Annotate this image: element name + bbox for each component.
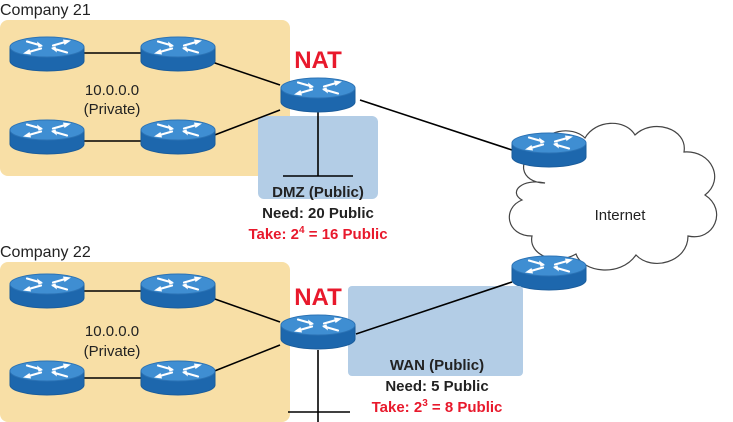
company21-network: 10.0.0.0 xyxy=(85,82,139,99)
company22-network: 10.0.0.0 xyxy=(85,323,139,340)
wan-need: Need: 5 Public xyxy=(385,378,488,395)
company22-router-2-icon xyxy=(139,272,217,310)
dmz-take-prefix: Take: 2 xyxy=(248,226,299,243)
dmz-take-exponent: 4 xyxy=(299,225,305,236)
wan-take-suffix: = 8 Public xyxy=(428,399,503,416)
company22-wan-area xyxy=(348,286,523,376)
company21-router-4-icon xyxy=(139,118,217,156)
dmz-take: Take: 24 = 16 Public xyxy=(248,225,387,243)
company21-title: Company 21 xyxy=(0,2,91,19)
internet-router-top-icon xyxy=(510,131,588,169)
company21-nat-label: NAT xyxy=(294,47,342,74)
wan-segment-name: WAN (Public) xyxy=(390,357,484,374)
company21-router-2-icon xyxy=(139,35,217,73)
dmz-take-suffix: = 16 Public xyxy=(305,226,388,243)
company22-router-1-icon xyxy=(8,272,86,310)
company22-network-type: (Private) xyxy=(84,343,141,360)
internet-label: Internet xyxy=(595,207,647,224)
company21-links xyxy=(84,52,513,177)
company21-nat-router-icon xyxy=(279,76,357,114)
company22-nat-router-icon xyxy=(279,313,357,351)
wan-take-exponent: 3 xyxy=(422,398,428,409)
company21-router-1-icon xyxy=(8,35,86,73)
dmz-need: Need: 20 Public xyxy=(262,205,374,222)
company22-nat-label: NAT xyxy=(294,284,342,311)
wan-take: Take: 23 = 8 Public xyxy=(372,398,503,416)
company21-router-3-icon xyxy=(8,118,86,156)
company22-router-3-icon xyxy=(8,359,86,397)
company22-links xyxy=(84,281,513,422)
company21-network-type: (Private) xyxy=(84,101,141,118)
internet-router-bottom-icon xyxy=(510,254,588,292)
dmz-segment-name: DMZ (Public) xyxy=(272,184,364,201)
wan-take-prefix: Take: 2 xyxy=(372,399,423,416)
company22-router-4-icon xyxy=(139,359,217,397)
company22-title: Company 22 xyxy=(0,244,91,261)
